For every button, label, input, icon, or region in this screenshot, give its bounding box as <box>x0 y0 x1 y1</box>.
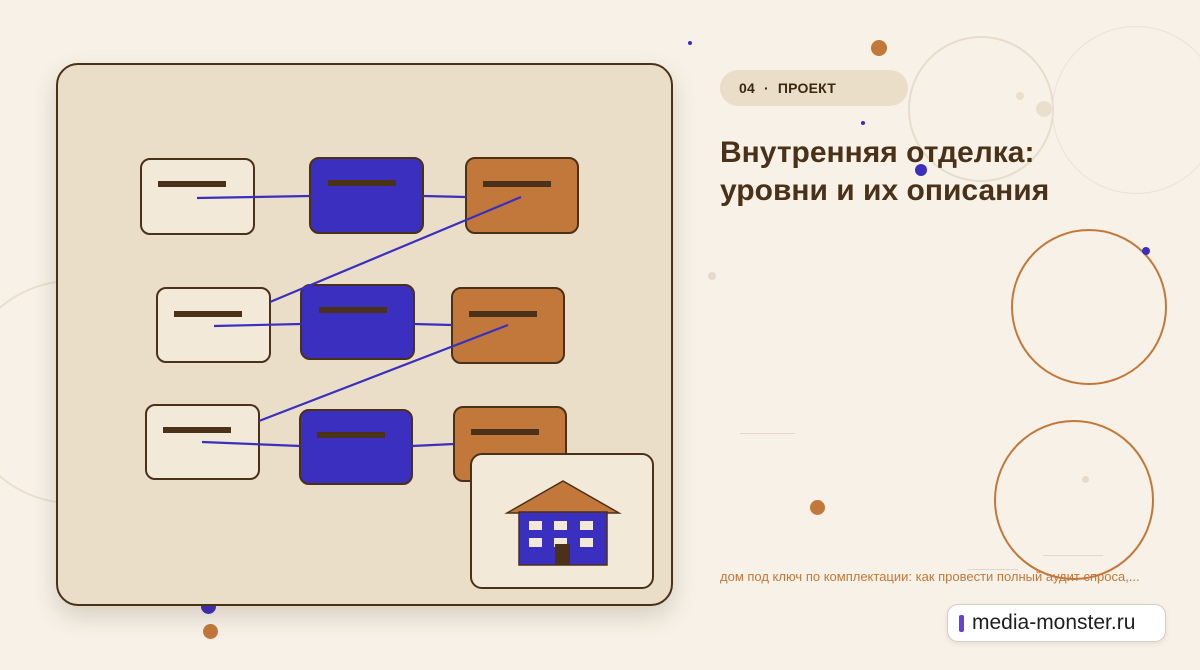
text-bar <box>483 181 551 187</box>
connector-line <box>413 322 453 327</box>
text-bar <box>469 311 537 317</box>
deco-dot-blue-4 <box>1142 247 1150 255</box>
deco-dot-orange-3 <box>203 624 218 639</box>
badge-accent-bar <box>959 614 964 632</box>
deco-ring-middle <box>1011 229 1167 385</box>
text-bar <box>158 181 226 187</box>
deco-line-1 <box>740 433 795 434</box>
diagram-box-r2-c2 <box>300 284 415 360</box>
text-bar <box>328 180 396 186</box>
connector-line <box>411 442 455 448</box>
deco-dot-beige-4 <box>1082 476 1089 483</box>
deco-ring-bottom <box>994 420 1154 580</box>
connector-line <box>422 194 467 199</box>
connector-line <box>269 195 522 304</box>
deco-line-3 <box>968 569 1018 570</box>
text-bar <box>471 429 539 435</box>
deco-dot-blue-3 <box>915 164 927 176</box>
connector-line <box>201 440 301 448</box>
deco-dot-beige-3 <box>708 272 716 280</box>
connector-line <box>258 323 509 423</box>
section-number: 04 <box>739 80 755 96</box>
house-icon <box>504 480 622 566</box>
badge-text: media-monster.ru <box>972 611 1136 634</box>
deco-ring-top-right <box>1052 26 1200 194</box>
text-bar <box>174 311 242 317</box>
text-bar <box>317 432 385 438</box>
deco-dot-blue-2 <box>861 121 865 125</box>
deco-dot-orange-1 <box>871 40 887 56</box>
diagram-box-r3-c2 <box>299 409 413 485</box>
subtitle: дом под ключ по комплектации: как провес… <box>720 569 1140 584</box>
deco-dot-beige-1 <box>1036 101 1052 117</box>
diagram-box-r1-c3 <box>465 157 579 234</box>
title-line-1: Внутренняя отделка: <box>720 136 1035 169</box>
deco-dot-beige-2 <box>1016 92 1024 100</box>
deco-line-2 <box>1043 555 1103 556</box>
site-badge[interactable]: media-monster.ru <box>947 604 1166 642</box>
deco-dot-orange-2 <box>810 500 825 515</box>
section-tag: 04 · ПРОЕКТ <box>720 70 908 106</box>
title-line-2: уровни и их описания <box>720 174 1050 207</box>
flow-diagram <box>140 157 654 589</box>
deco-dot-blue-1 <box>688 41 692 45</box>
section-separator: · <box>763 80 769 96</box>
connector-line <box>213 322 302 328</box>
text-bar <box>319 307 387 313</box>
text-bar <box>163 427 231 433</box>
diagram-box-r1-c2 <box>309 157 424 234</box>
diagram-card <box>56 63 673 606</box>
page-title: Внутренняя отделка: уровни и их описания <box>720 134 1100 210</box>
connector-line <box>196 194 311 200</box>
section-label: ПРОЕКТ <box>777 80 836 96</box>
